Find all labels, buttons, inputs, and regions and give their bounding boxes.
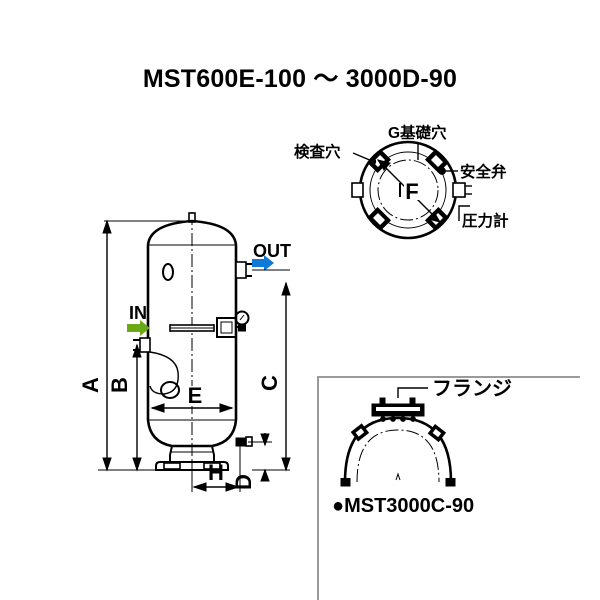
inset-foot-right [445,478,456,487]
callout-inspection-hole-dot [368,157,377,166]
pressure-gauge-needle [239,314,245,321]
dimension-H-arrow-left [192,482,207,492]
callout-pressure-gauge-label: 圧力計 [462,211,509,230]
drain-valve-body [160,381,180,399]
dimension-E-label: E [188,383,203,408]
dimension-C: C [252,269,291,472]
callout-flange: フランジ [397,378,512,400]
tank-top-bolt-circle [377,159,439,221]
callout-pressure-gauge: 圧力計 [458,205,509,230]
out-nozzle [235,261,247,279]
dimension-H-label: H [208,460,224,485]
dimension-A-label: A [78,377,103,393]
dimension-F: F [376,159,442,223]
in-label: IN [129,303,147,323]
dimension-B-arrow-top [132,343,142,358]
shell-square-fitting [216,317,237,338]
dimension-D: D [231,433,272,490]
inset-tank-head-inner [356,429,440,483]
out-arrow-icon [252,255,274,271]
dimension-lines: A B C [78,219,291,492]
dimension-E: E [150,383,234,413]
pressure-gauge-stem [238,324,246,332]
inset-tank-head [343,416,453,483]
callout-safety-valve-label: 安全弁 [460,162,507,181]
dimension-C-arrow-top [281,281,291,296]
dimension-A-arrow-bottom [102,457,112,472]
inset-pad-right [427,424,447,443]
inset-center-tick [395,472,401,481]
inset-flange-stud-3 [400,416,406,422]
shell-inspection-hole [162,263,174,281]
in-arrow-icon [127,320,150,336]
dimension-F-label-bg [404,182,420,200]
inset-flange-bolt-right [409,397,416,406]
callout-foundation-hole-label: G基礎穴 [388,123,447,142]
callout-inspection-hole-leader [352,152,373,162]
dimension-H: H [191,446,241,492]
callout-safety-valve-dot [438,167,446,175]
dimension-D-arrow-top [260,433,270,447]
foundation-pad-nw-hole [430,154,444,168]
inset-frame [317,376,580,600]
top-view-right-port [452,182,466,198]
inset-flange-stud-1 [380,416,386,422]
inset-caption: ●MST3000C-90 [332,495,474,517]
inset-flange-stud-4 [410,416,416,422]
dimension-E-label-bg [186,386,204,406]
top-view-left-port [351,182,364,198]
inset-foot-left [340,478,351,487]
inset-flange-slot [376,407,420,411]
foundation-pad-sw-hole [372,212,386,226]
dimension-E-arrow-right [219,403,234,413]
page-title: MST600E-100 〜 3000D-90 [143,65,457,93]
dimension-B: B [107,343,142,472]
pressure-gauge-elevation [234,310,250,332]
inset-pad-left [350,423,370,442]
tank-elevation: IN OUT [127,212,291,471]
callout-flange-leader [397,387,428,398]
dimension-D-label: D [231,474,256,490]
dimension-B-label: B [107,377,132,393]
in-nozzle [139,337,151,353]
out-label: OUT [253,241,291,261]
base-foot-right [203,462,221,470]
tank-base-plate [155,461,229,471]
shell-square-fitting-inner [220,321,233,334]
dimension-C-label: C [257,375,282,391]
callout-foundation-hole: G基礎穴 [388,123,447,160]
dimension-E-arrow-left [150,403,165,413]
callout-flange-label: フランジ [432,378,512,400]
callout-inspection-hole: 検査穴 [294,142,377,166]
tank-top-inner-circle [369,151,447,229]
internal-bar [169,324,215,332]
drain-pipe-loop [149,351,179,395]
dimension-H-arrow-right [225,482,240,492]
callout-inspection-hole-label: 検査穴 [294,142,341,161]
callout-pressure-gauge-leader [458,205,470,221]
inset-detail-panel: フランジ ●MST3000C-90 [317,376,580,600]
callout-safety-valve: 安全弁 [438,162,507,181]
dimension-A: A [78,219,112,472]
inset-flange-stud-2 [390,416,396,422]
top-plan-view: F 検査穴 G基礎穴 安全弁 圧力計 [294,123,509,240]
tank-top-head [146,219,238,246]
dimension-A-arrow-top [102,219,112,234]
bottom-drain-body [235,437,247,447]
tank-bottom-head [146,419,238,448]
dimension-B-arrow-bottom [132,457,142,472]
base-foot-left [163,462,181,470]
dimension-F-label: F [405,179,418,204]
inset-flange-bolt-left [379,397,386,406]
dimension-F-arrow-end [427,211,442,223]
inset-flange [371,397,425,422]
dimension-C-arrow-bottom [281,457,291,472]
dimension-D-arrow-bottom [260,468,270,482]
dimension-F-arrow-start [376,159,391,171]
